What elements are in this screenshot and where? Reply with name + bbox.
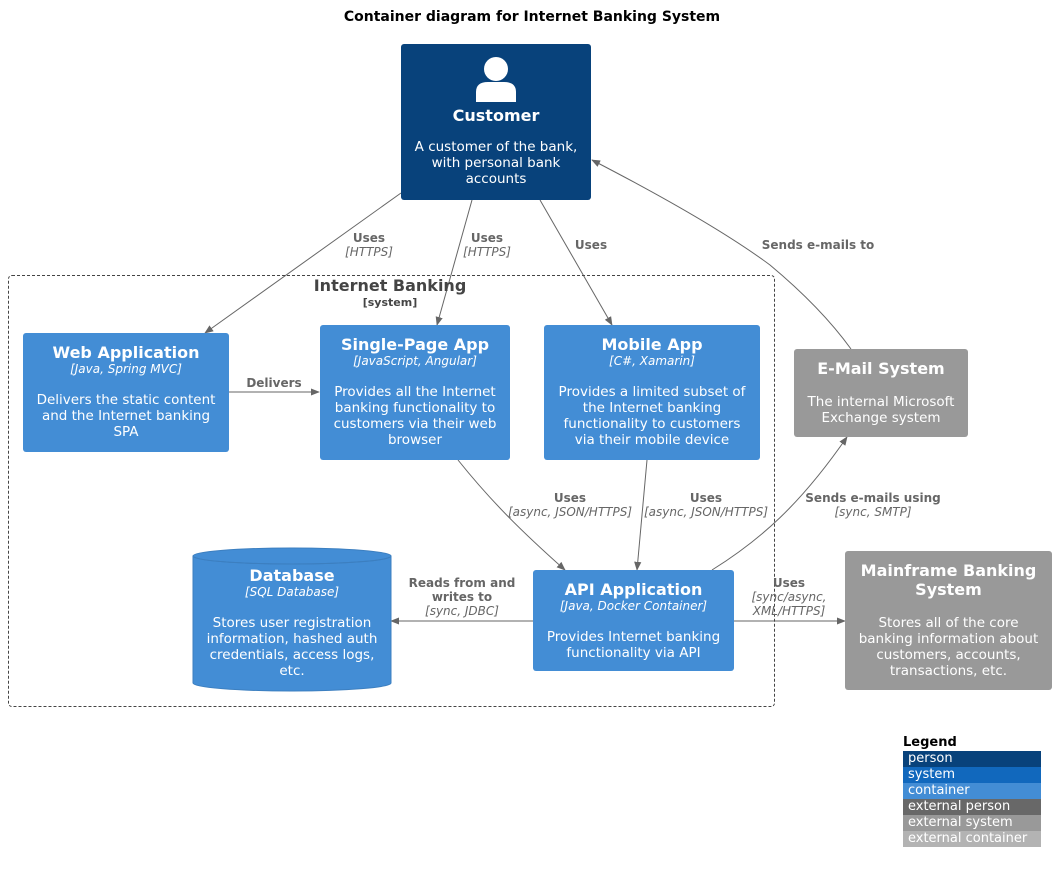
rel-label: Uses bbox=[574, 238, 608, 252]
legend: Legend person system container external … bbox=[903, 735, 1041, 847]
edge-customer-mobile bbox=[539, 199, 613, 326]
web-application-description: Delivers the static content and the Inte… bbox=[36, 392, 216, 440]
boundary-type: [system] bbox=[362, 296, 418, 309]
mobile-app-name: Mobile App bbox=[601, 335, 703, 354]
rel-tech: [HTTPS] bbox=[463, 245, 511, 259]
legend-item-container: container bbox=[903, 783, 1041, 799]
database-name: Database bbox=[249, 566, 335, 585]
rel-mobile-api: Uses [async, JSON/HTTPS] bbox=[644, 491, 768, 519]
api-application-tech: [Java, Docker Container] bbox=[559, 599, 708, 613]
database-description: Stores user registration information, ha… bbox=[206, 615, 378, 679]
rel-email-customer: Sends e-mails to bbox=[762, 238, 874, 252]
mobile-app-description: Provides a limited subset of the Interne… bbox=[558, 384, 746, 448]
database-node[interactable]: Database [SQL Database] Stores user regi… bbox=[193, 566, 391, 691]
mobile-app-node[interactable]: Mobile App [C#, Xamarin] Provides a limi… bbox=[544, 325, 760, 460]
mainframe-name: Mainframe Banking System bbox=[860, 561, 1037, 599]
diagram-title: Container diagram for Internet Banking S… bbox=[343, 9, 721, 25]
rel-tech: [sync/async, XML/HTTPS] bbox=[751, 590, 827, 618]
rel-label: Uses bbox=[352, 231, 386, 245]
boundary-name: Internet Banking bbox=[313, 276, 467, 295]
legend-item-external-system: external system bbox=[903, 815, 1041, 831]
legend-title: Legend bbox=[903, 735, 957, 750]
rel-web-spa: Delivers bbox=[246, 376, 301, 390]
rel-spa-api: Uses [async, JSON/HTTPS] bbox=[508, 491, 632, 519]
database-cylinder-shape bbox=[192, 547, 392, 692]
single-page-app-description: Provides all the Internet banking functi… bbox=[333, 384, 497, 448]
edge-customer-web bbox=[204, 192, 402, 334]
mainframe-description: Stores all of the core banking informati… bbox=[858, 615, 1039, 679]
api-application-description: Provides Internet banking functionality … bbox=[546, 629, 721, 661]
edge-api-email bbox=[711, 436, 848, 571]
web-application-name: Web Application bbox=[52, 343, 200, 362]
email-system-name: E-Mail System bbox=[817, 359, 945, 378]
rel-label: Sends e-mails to bbox=[761, 238, 875, 252]
single-page-app-node[interactable]: Single-Page App [JavaScript, Angular] Pr… bbox=[320, 325, 510, 460]
legend-item-system: system bbox=[903, 767, 1041, 783]
rel-tech: [async, JSON/HTTPS] bbox=[643, 505, 769, 519]
rel-label: Uses bbox=[772, 576, 806, 590]
legend-item-external-person: external person bbox=[903, 799, 1041, 815]
rel-label: Delivers bbox=[246, 376, 302, 390]
rel-api-db: Reads from and writes to [sync, JDBC] bbox=[405, 576, 520, 618]
customer-description: A customer of the bank, with personal ba… bbox=[414, 139, 578, 187]
internet-banking-boundary bbox=[8, 275, 775, 707]
rel-api-mainframe: Uses [sync/async, XML/HTTPS] bbox=[747, 576, 831, 618]
legend-item-external-container: external container bbox=[903, 831, 1041, 847]
rel-customer-spa: Uses [HTTPS] bbox=[463, 231, 511, 259]
rel-customer-web: Uses [HTTPS] bbox=[345, 231, 393, 259]
rel-label: Uses bbox=[470, 231, 504, 245]
rel-tech: [async, JSON/HTTPS] bbox=[507, 505, 633, 519]
web-application-tech: [Java, Spring MVC] bbox=[70, 362, 182, 376]
rel-label: Uses bbox=[553, 491, 587, 505]
edge-email-customer bbox=[591, 159, 852, 350]
database-tech: [SQL Database] bbox=[244, 585, 340, 599]
edge-spa-api bbox=[457, 459, 566, 571]
rel-label: Sends e-mails using bbox=[805, 491, 941, 505]
customer-name: Customer bbox=[452, 106, 540, 125]
rel-customer-mobile: Uses bbox=[575, 238, 607, 252]
api-application-name: API Application bbox=[564, 580, 703, 599]
legend-item-person: person bbox=[903, 751, 1041, 767]
rel-tech: [HTTPS] bbox=[345, 245, 393, 259]
api-application-node[interactable]: API Application [Java, Docker Container]… bbox=[533, 570, 734, 671]
rel-api-email: Sends e-mails using [sync, SMTP] bbox=[805, 491, 940, 519]
mobile-app-tech: [C#, Xamarin] bbox=[609, 354, 695, 368]
edge-mobile-api bbox=[634, 459, 648, 571]
rel-label: Reads from and writes to bbox=[408, 576, 516, 604]
rel-label: Uses bbox=[689, 491, 723, 505]
email-system-node[interactable]: E-Mail System The internal Microsoft Exc… bbox=[794, 349, 968, 437]
email-system-description: The internal Microsoft Exchange system bbox=[807, 394, 955, 426]
mainframe-node[interactable]: Mainframe Banking System Stores all of t… bbox=[845, 551, 1052, 690]
rel-tech: [sync, SMTP] bbox=[834, 505, 912, 519]
customer-node[interactable]: Customer A customer of the bank, with pe… bbox=[401, 44, 591, 200]
single-page-app-name: Single-Page App bbox=[340, 335, 490, 354]
edge-customer-spa bbox=[435, 199, 473, 326]
web-application-node[interactable]: Web Application [Java, Spring MVC] Deliv… bbox=[23, 333, 229, 452]
single-page-app-tech: [JavaScript, Angular] bbox=[353, 354, 477, 368]
person-icon bbox=[476, 57, 516, 102]
rel-tech: [sync, JDBC] bbox=[425, 604, 499, 618]
